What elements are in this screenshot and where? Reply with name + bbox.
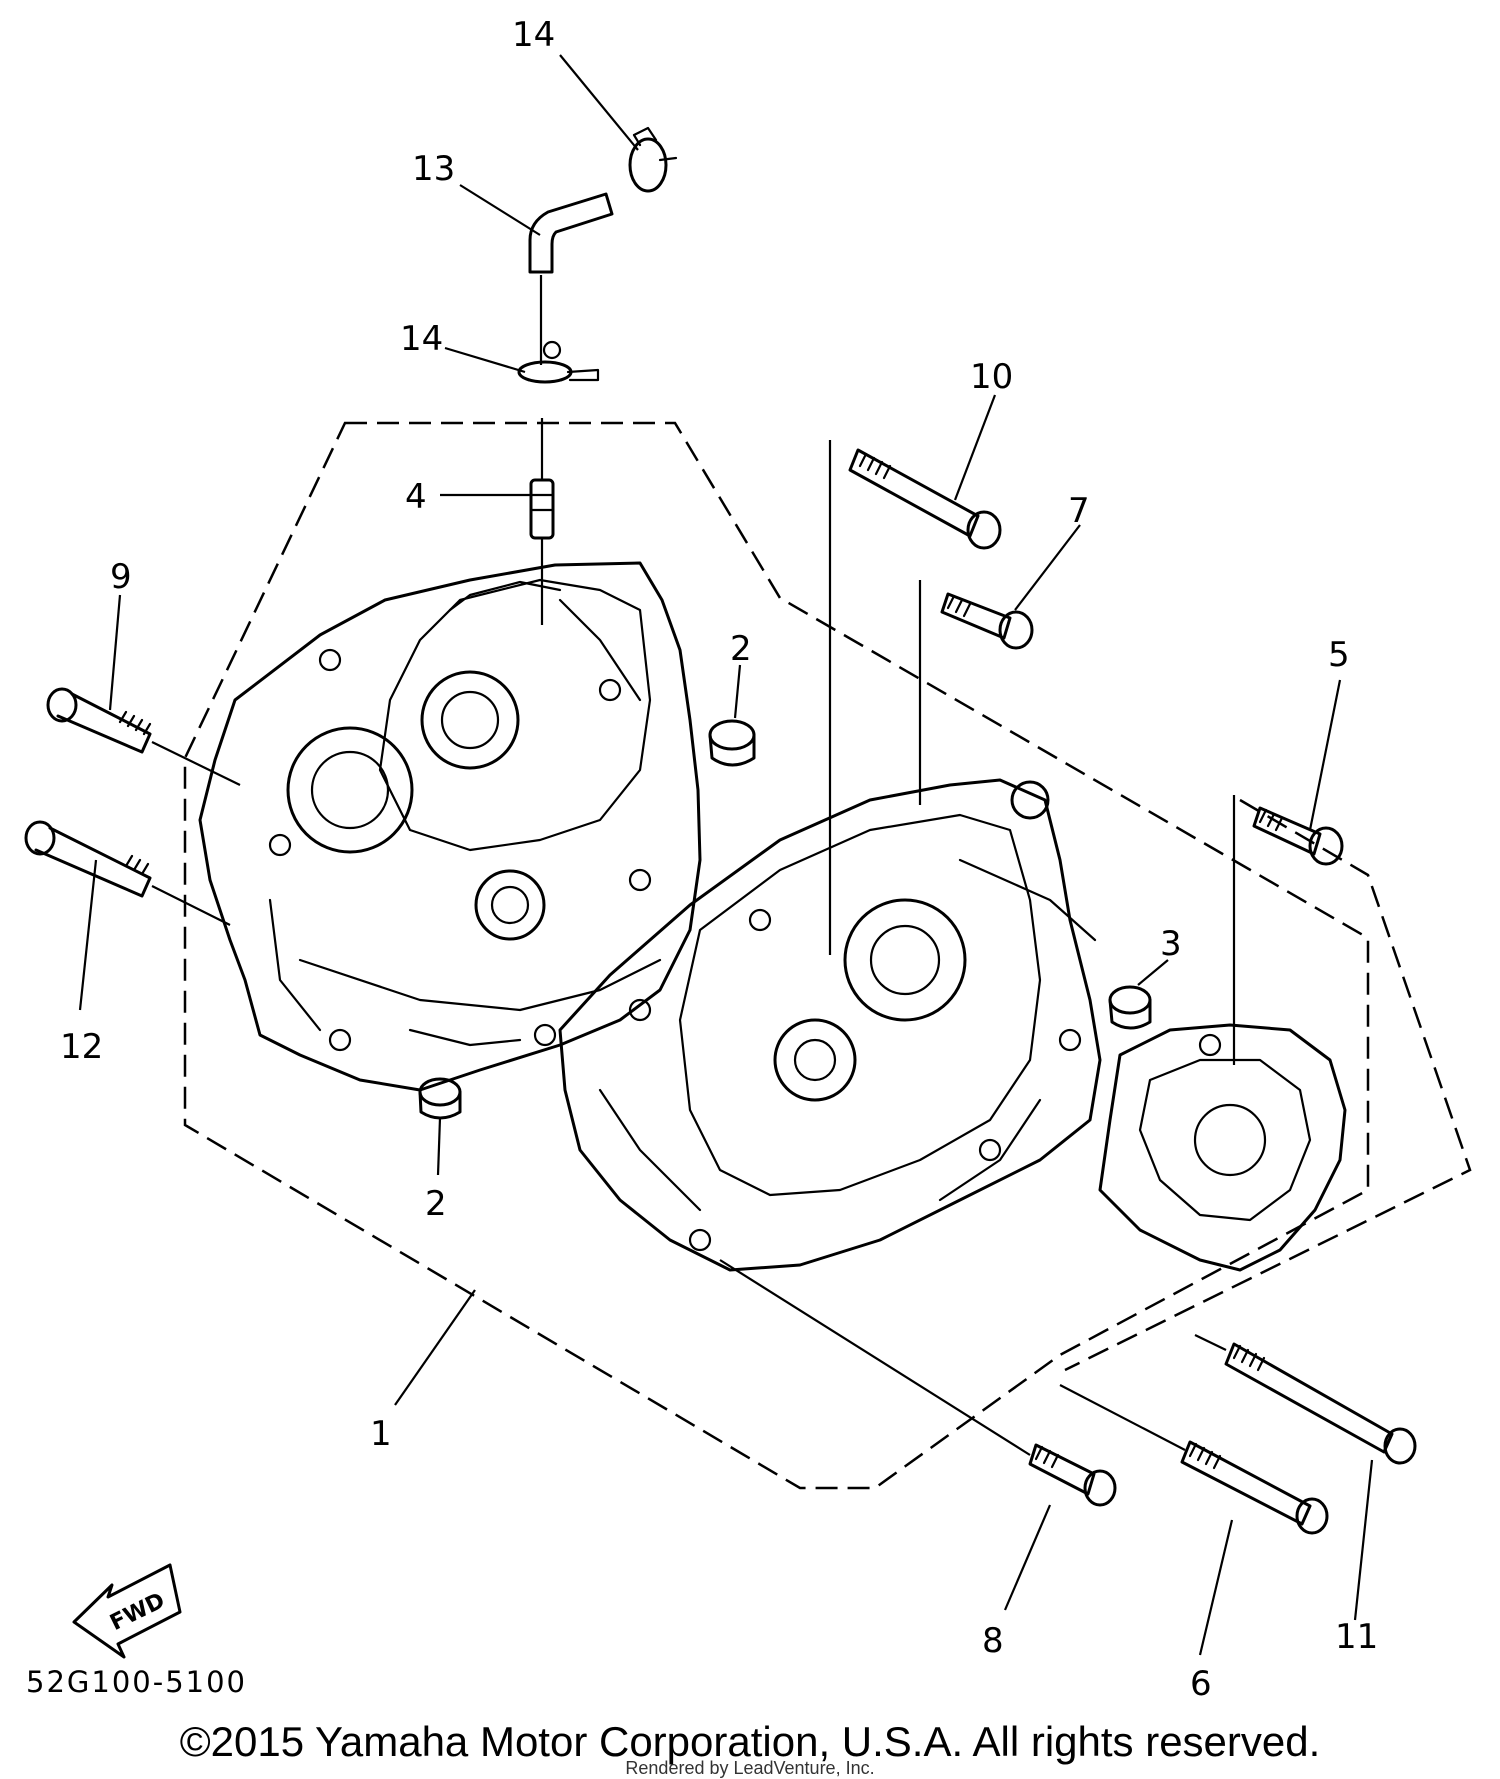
crankcase-cover	[1098, 1023, 1347, 1272]
callout-2-lower: 2	[425, 1184, 447, 1224]
callout-2-upper: 2	[730, 629, 752, 669]
hose-clip-14-upper	[628, 126, 678, 193]
bolt-7	[918, 580, 1034, 805]
leader-7	[1014, 524, 1081, 611]
leader-12	[78, 859, 98, 1011]
copyright-notice: ©2015 Yamaha Motor Corporation, U.S.A. A…	[179, 1718, 1321, 1765]
callout-11: 11	[1335, 1617, 1378, 1657]
callout-8: 8	[982, 1621, 1004, 1661]
callout-6: 6	[1190, 1664, 1212, 1704]
watermark: Rendered by LeadVenture, Inc.	[625, 1758, 875, 1778]
callout-9: 9	[110, 557, 132, 597]
breather-hose-13	[528, 192, 614, 365]
hose-clip-14-lower	[517, 340, 600, 384]
bolt-12	[24, 820, 231, 926]
part-code: 52G100-5100	[26, 1665, 247, 1699]
callout-7: 7	[1068, 491, 1090, 531]
callout-5: 5	[1328, 635, 1350, 675]
cover-group-boundary-dashed	[1064, 798, 1472, 1372]
callout-13: 13	[412, 149, 455, 189]
bolt-6	[1059, 1384, 1329, 1535]
left-crankcase-half	[198, 561, 702, 1092]
leader-14-upper	[559, 54, 639, 151]
callout-3: 3	[1160, 924, 1182, 964]
leader-14-lower	[444, 346, 526, 374]
assembly-boundary-dashed	[183, 421, 1370, 1490]
callout-1: 1	[370, 1414, 392, 1454]
callout-14-upper: 14	[512, 15, 555, 55]
leader-8	[1003, 1504, 1052, 1611]
bolt-10	[828, 440, 1002, 955]
leader-6	[1198, 1519, 1234, 1656]
dowel-pin-2-lower	[418, 1077, 462, 1120]
bolt-9	[46, 687, 241, 786]
leader-11	[1353, 1459, 1374, 1621]
leader-2-upper	[733, 664, 742, 719]
leader-5	[1308, 679, 1342, 831]
leader-10	[953, 394, 997, 501]
breather-pipe-4	[529, 418, 555, 625]
right-crankcase-half	[558, 778, 1102, 1272]
callout-4: 4	[405, 477, 427, 517]
collar-3	[1108, 985, 1152, 1030]
callout-10: 10	[970, 357, 1013, 397]
dowel-pin-2-upper	[708, 719, 756, 767]
leader-9	[108, 594, 122, 711]
leader-1	[394, 1289, 476, 1406]
leader-13	[459, 184, 541, 236]
fwd-arrow-icon: FWD	[72, 1563, 182, 1659]
callout-14-lower: 14	[400, 319, 443, 359]
bolt-8	[719, 1259, 1117, 1507]
fwd-label: FWD	[106, 1588, 169, 1636]
bolt-5	[1232, 795, 1344, 1065]
bolt-11	[1194, 1334, 1417, 1465]
leader-2-lower	[436, 1117, 442, 1176]
leader-3	[1137, 959, 1169, 986]
callout-12: 12	[60, 1027, 103, 1067]
